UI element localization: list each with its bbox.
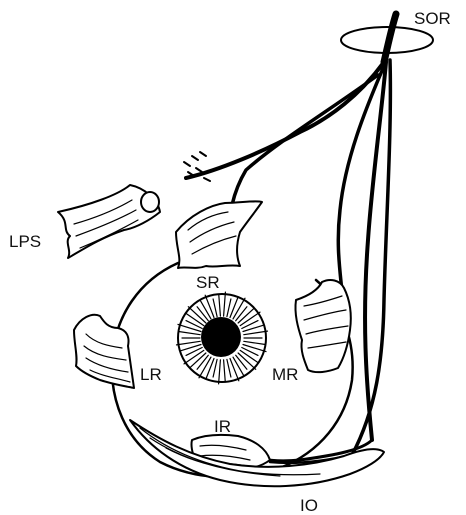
label-io: IO [300, 496, 318, 515]
label-sor: SOR [414, 9, 451, 28]
label-ir: IR [214, 417, 231, 436]
label-mr: MR [272, 365, 298, 384]
label-sr: SR [196, 273, 220, 292]
label-lps: LPS [9, 232, 41, 251]
lr-muscle [74, 315, 134, 388]
label-lr: LR [140, 365, 162, 384]
pupil [201, 317, 241, 357]
mr-muscle [295, 280, 350, 372]
sr-muscle [176, 201, 262, 268]
lps-muscle [58, 185, 160, 258]
